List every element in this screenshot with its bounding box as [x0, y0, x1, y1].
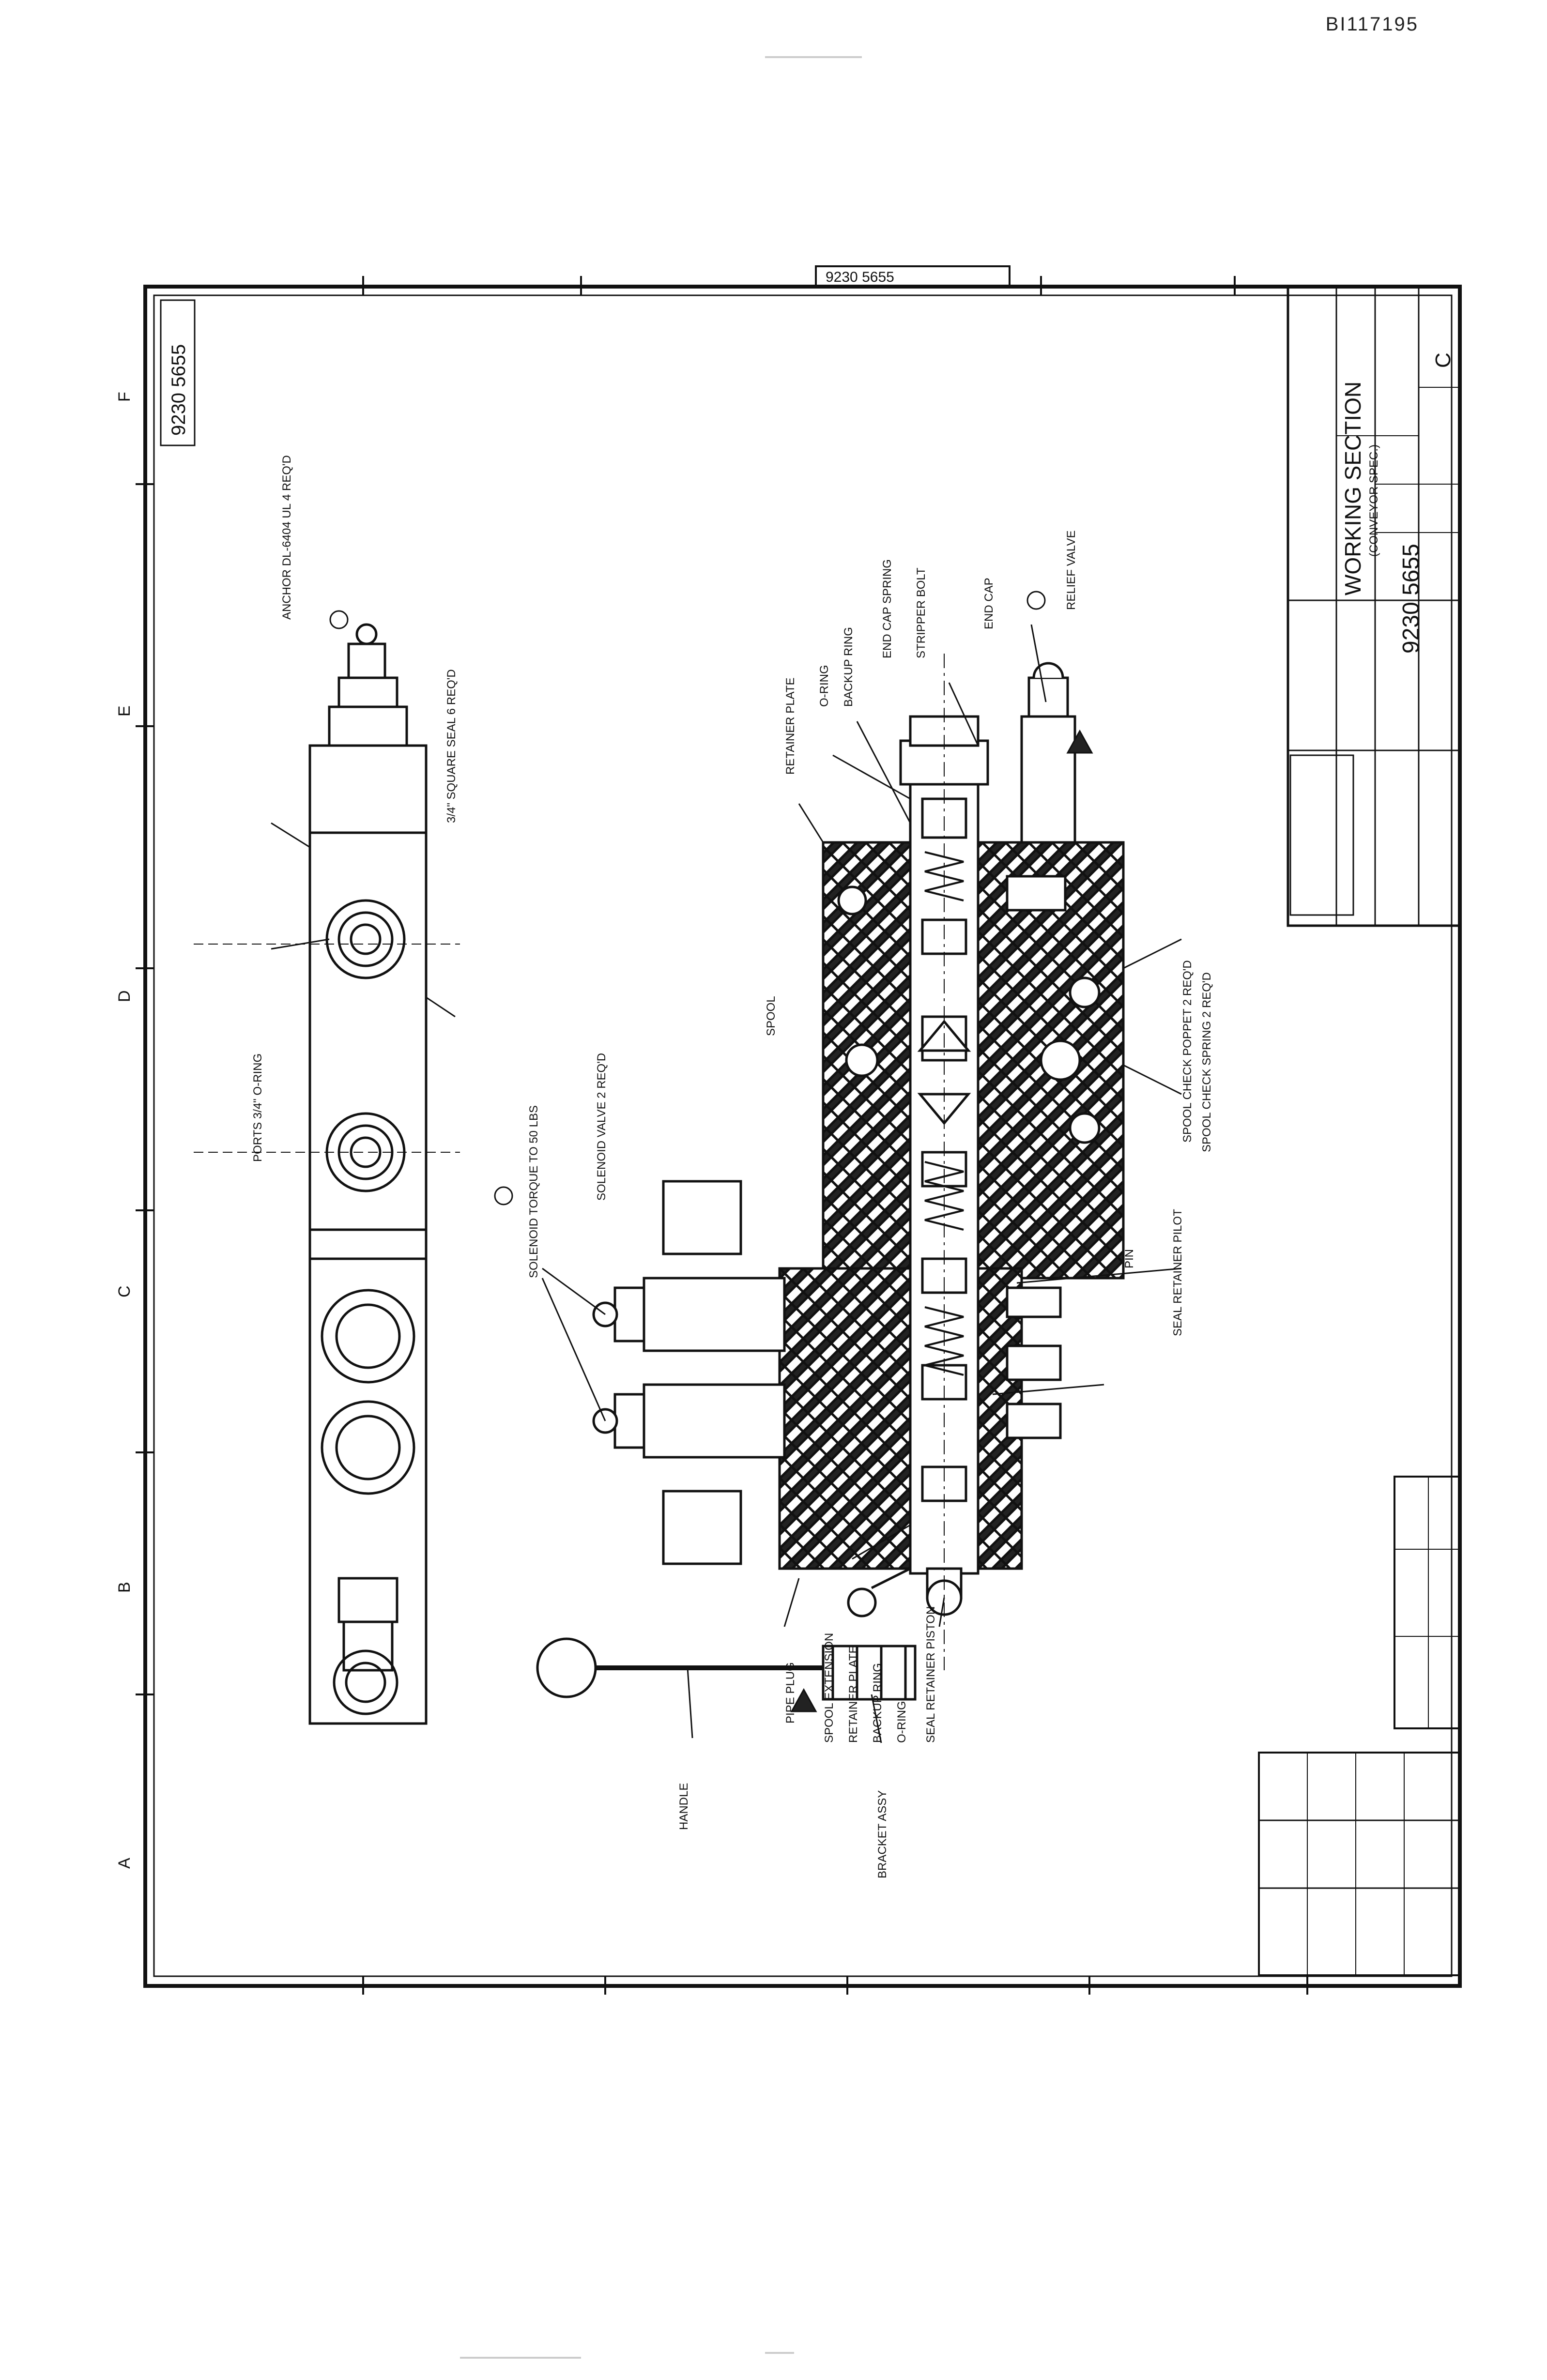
title-line1: WORKING SECTION — [1340, 381, 1365, 595]
page-identifier: BI117195 — [1325, 14, 1419, 35]
callout-label: BACKUP RING — [871, 1663, 884, 1743]
zone-letter-b: B — [115, 1582, 134, 1593]
callout-label: RELIEF VALVE — [1065, 530, 1078, 610]
callout-label: SEAL RETAINER PILOT — [1171, 1209, 1184, 1336]
callout-label: RETAINER PLATE — [847, 1646, 860, 1743]
callout-label: O-RING — [895, 1701, 908, 1743]
corner-number-text: 9230 5655 — [168, 344, 189, 436]
drawing-border — [136, 276, 1462, 1995]
leader-lines — [271, 624, 1182, 1743]
callout-label: SEAL RETAINER PISTON — [924, 1606, 937, 1743]
top-number-text: 9230 5655 — [826, 269, 894, 285]
title-block: 9230 5655 C WORKING SECTION (CONVEYOR SP… — [1287, 285, 1461, 927]
note-symbol — [494, 1186, 513, 1205]
callout-label: SOLENOID TORQUE TO 50 LBS — [527, 1105, 540, 1278]
note-symbol — [1026, 591, 1046, 610]
callout-label: SPOOL — [765, 996, 778, 1036]
callout-label: BRACKET ASSY — [876, 1790, 889, 1878]
zone-letter-a: A — [115, 1858, 134, 1869]
drawing-number-text: 9230 5655 — [1398, 544, 1424, 654]
callout-label: END CAP — [982, 578, 996, 629]
callout-label: O-RING — [818, 665, 831, 707]
top-number-box: 9230 5655 — [815, 265, 1011, 288]
side-view — [194, 623, 460, 1725]
revision-block — [1258, 1476, 1461, 1976]
note-symbol — [329, 610, 349, 629]
callout-label: PIN — [1123, 1249, 1136, 1268]
callout-label: SPOOL EXTENSION — [823, 1633, 836, 1743]
section-view — [536, 654, 1125, 1701]
revision-text: C — [1431, 352, 1455, 368]
callout-label: SPOOL CHECK SPRING 2 REQ'D — [1200, 972, 1213, 1152]
callout-label: STRIPPER BOLT — [915, 567, 928, 658]
corner-number: 9230 5655 — [160, 299, 196, 446]
zone-letter-c: C — [115, 1285, 134, 1297]
zone-letter-f: F — [115, 392, 134, 402]
callout-label: HANDLE — [677, 1783, 690, 1830]
callout-label: END CAP SPRING — [881, 559, 894, 658]
callout-label: SPOOL CHECK POPPET 2 REQ'D — [1181, 960, 1194, 1143]
callout-label: BACKUP RING — [842, 627, 855, 707]
title-line2: (CONVEYOR SPEC.) — [1367, 444, 1380, 557]
callout-label: ANCHOR DL-6404 UL 4 REQ'D — [280, 455, 293, 620]
warning-icon — [1066, 729, 1093, 754]
callout-label: SOLENOID VALVE 2 REQ'D — [595, 1053, 608, 1201]
callout-label: PORTS 3/4" O-RING — [251, 1053, 264, 1162]
callout-label: PIPE PLUG — [784, 1662, 797, 1724]
zone-letter-d: D — [115, 990, 134, 1002]
callout-label: 3/4" SQUARE SEAL 6 REQ'D — [445, 669, 458, 823]
callout-label: RETAINER PLATE — [784, 678, 797, 775]
warning-icon — [790, 1688, 817, 1712]
zone-letter-e: E — [115, 705, 134, 717]
